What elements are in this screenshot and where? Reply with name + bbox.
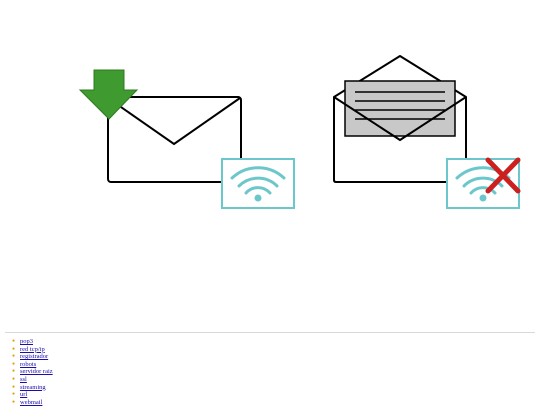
bullet-icon: ● — [12, 376, 16, 382]
link-registrador[interactable]: registrador — [20, 353, 49, 361]
bullet-icon: ● — [12, 369, 16, 375]
email-protocol-illustration — [78, 55, 521, 209]
link-ssl[interactable]: ssl — [20, 375, 27, 383]
list-item: ● robots — [12, 361, 53, 369]
link-robots[interactable]: robots — [20, 360, 37, 368]
list-item: ● streaming — [12, 384, 53, 392]
list-item: ● ssl — [12, 376, 53, 384]
offline-email-group — [333, 55, 521, 209]
bullet-icon: ● — [12, 361, 16, 367]
download-email-group — [78, 69, 295, 209]
bullet-icon: ● — [12, 346, 16, 352]
error-x-icon — [485, 157, 521, 194]
list-item: ● webmail — [12, 399, 53, 406]
wifi-icon — [221, 158, 295, 209]
link-pop3[interactable]: pop3 — [20, 338, 33, 345]
bullet-icon: ● — [12, 399, 16, 405]
list-item: ● red tcp/ip — [12, 346, 53, 354]
bullet-icon: ● — [12, 339, 16, 344]
link-red-tcp-ip[interactable]: red tcp/ip — [20, 345, 45, 353]
download-arrow-icon — [78, 69, 139, 120]
bullet-icon: ● — [12, 354, 16, 360]
list-item: ● registrador — [12, 353, 53, 361]
link-url[interactable]: url — [20, 391, 28, 399]
related-terms-list: ● pop3 ● red tcp/ip ● registrador ● robots ●… — [12, 338, 53, 406]
list-item: ● pop3 — [12, 338, 53, 346]
list-item: ● url — [12, 391, 53, 399]
link-webmail[interactable]: webmail — [20, 398, 43, 406]
letter-icon — [344, 80, 456, 137]
list-item: ● servidor raiz — [12, 368, 53, 376]
link-servidor-raiz[interactable]: servidor raiz — [20, 368, 53, 376]
divider — [5, 332, 535, 333]
bullet-icon: ● — [12, 392, 16, 398]
envelope-closed-icon — [107, 96, 242, 183]
wifi-icon — [446, 158, 520, 209]
envelope-open-front-flap — [333, 96, 467, 142]
bullet-icon: ● — [12, 384, 16, 390]
link-streaming[interactable]: streaming — [20, 383, 46, 391]
envelope-flap — [107, 97, 241, 146]
